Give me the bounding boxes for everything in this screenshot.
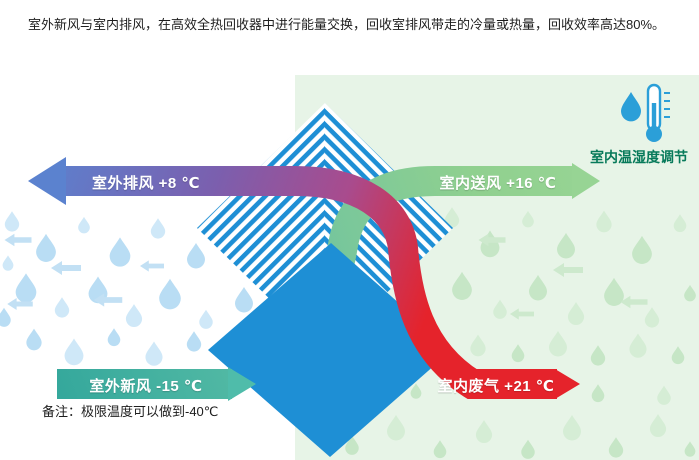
exhaust-air-ribbon <box>28 157 580 399</box>
indoor-climate-label: 室内温湿度调节 <box>590 149 688 165</box>
supply-air-arrowhead-icon <box>572 163 600 199</box>
temperature-humidity-icon <box>620 83 670 142</box>
exhaust-air-arrowhead-icon <box>28 157 66 205</box>
fresh-air-arrowhead-icon <box>228 367 256 401</box>
indoor-supply-label: 室内送风 +16 ℃ <box>439 175 557 192</box>
fresh-air-band <box>57 367 256 401</box>
waste-air-tail-icon <box>555 369 580 399</box>
heat-exchanger-body <box>208 243 452 457</box>
exhaust-air-curve <box>66 166 557 399</box>
outdoor-exhaust-label: 室外排风 +8 ℃ <box>91 175 201 192</box>
indoor-waste-label: 室内废气 +21 ℃ <box>437 378 555 395</box>
footnote: 备注：极限温度可以做到-40℃ <box>42 404 219 419</box>
droplet-icon <box>620 92 641 122</box>
thermometer-icon <box>646 83 670 142</box>
description-text: 室外新风与室内排风，在高效全热回收器中进行能量交换，回收室排风带走的冷量或热量，… <box>28 17 666 32</box>
outdoor-fresh-label: 室外新风 -15 ℃ <box>89 378 203 395</box>
